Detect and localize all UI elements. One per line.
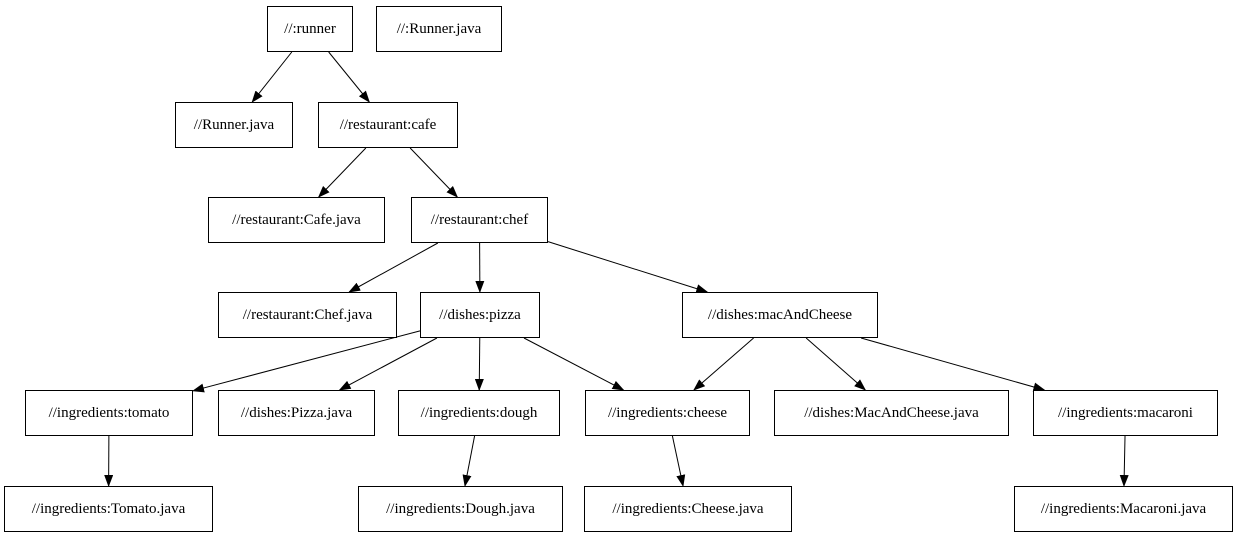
- graph-node-cheese-java: //ingredients:Cheese.java: [584, 486, 792, 532]
- graph-edge-macandcheese-to-macaroni: [860, 337, 1046, 392]
- graph-edge-chef-to-chef-java: [348, 242, 439, 293]
- graph-edge-pizza-to-tomato: [192, 330, 421, 393]
- graph-node-cafe: //restaurant:cafe: [318, 102, 458, 148]
- graph-edge-runner-to-cafe: [328, 51, 370, 103]
- graph-edge-macandcheese-to-cheese: [693, 337, 754, 391]
- graph-edge-dough-to-dough-java: [462, 435, 476, 487]
- graph-edge-cafe-to-chef: [409, 147, 459, 198]
- graph-edge-pizza-to-pizza-java: [338, 337, 438, 391]
- graph-node-runner-java-root: //:Runner.java: [376, 6, 502, 52]
- graph-node-pizza-java: //dishes:Pizza.java: [218, 390, 375, 436]
- graph-node-cafe-java: //restaurant:Cafe.java: [208, 197, 385, 243]
- graph-node-dough-java: //ingredients:Dough.java: [358, 486, 563, 532]
- graph-node-macandcheese-java: //dishes:MacAndCheese.java: [774, 390, 1009, 436]
- graph-node-macandcheese: //dishes:macAndCheese: [682, 292, 878, 338]
- graph-node-chef-java: //restaurant:Chef.java: [218, 292, 397, 338]
- graph-edge-cafe-to-cafe-java: [317, 147, 367, 198]
- graph-edge-pizza-to-dough: [474, 337, 484, 391]
- graph-node-macaroni: //ingredients:macaroni: [1033, 390, 1218, 436]
- graph-node-runner: //:runner: [267, 6, 353, 52]
- graph-node-cheese: //ingredients:cheese: [585, 390, 750, 436]
- graph-node-pizza: //dishes:pizza: [420, 292, 540, 338]
- graph-edge-macandcheese-to-macandcheese-java: [805, 337, 867, 391]
- graph-node-tomato: //ingredients:tomato: [25, 390, 193, 436]
- graph-edge-runner-to-runner-java: [251, 51, 293, 103]
- graph-edge-macaroni-to-macaroni-java: [1119, 435, 1129, 487]
- graph-node-macaroni-java: //ingredients:Macaroni.java: [1014, 486, 1233, 532]
- graph-edge-cheese-to-cheese-java: [671, 435, 686, 487]
- graph-edge-chef-to-macandcheese: [547, 241, 709, 293]
- graph-node-runner-java: //Runner.java: [175, 102, 293, 148]
- graph-node-dough: //ingredients:dough: [398, 390, 560, 436]
- graph-node-chef: //restaurant:chef: [411, 197, 548, 243]
- graph-node-tomato-java: //ingredients:Tomato.java: [4, 486, 213, 532]
- graph-edge-pizza-to-cheese: [523, 337, 625, 391]
